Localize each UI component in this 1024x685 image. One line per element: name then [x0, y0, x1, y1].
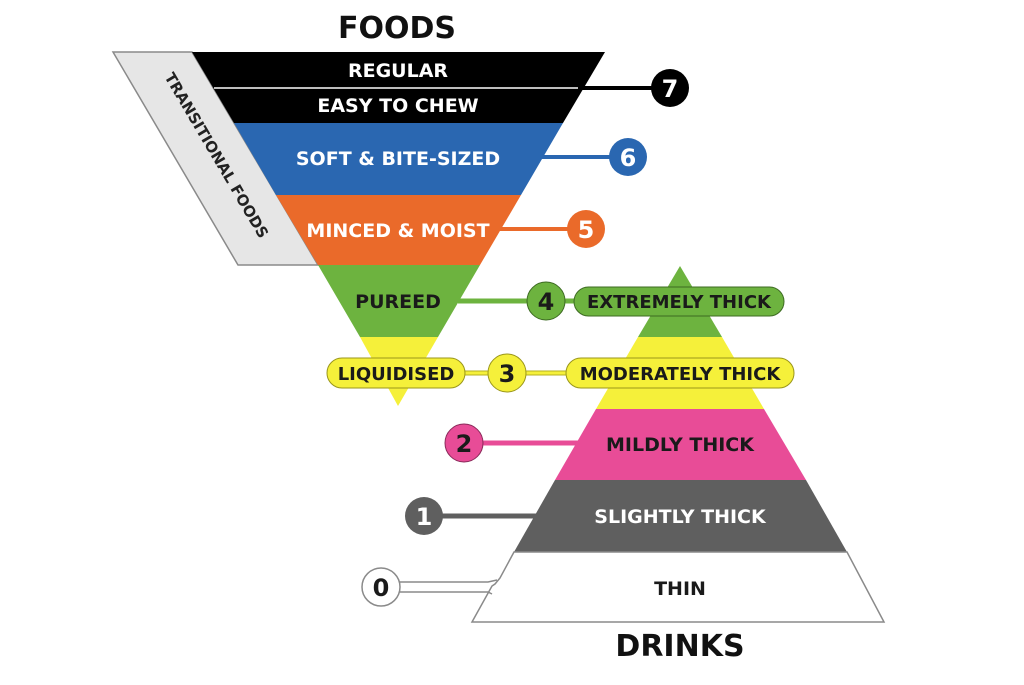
drinks-title: DRINKS	[615, 629, 744, 664]
level-5-number: 5	[578, 216, 595, 244]
level-0-number: 0	[373, 574, 390, 602]
food-level-4-label: PUREED	[355, 291, 441, 313]
drink-level-1-label: SLIGHTLY THICK	[594, 506, 767, 528]
food-level-7-regular-label: REGULAR	[348, 60, 448, 82]
level-2-connector: 2	[444, 423, 582, 463]
level-3-connector: LIQUIDISED 3 MODERATELY THICK	[326, 353, 795, 393]
drink-level-0-label: THIN	[654, 578, 706, 600]
level-1-number: 1	[416, 503, 433, 531]
level-4-number: 4	[538, 288, 555, 316]
food-level-5-band	[276, 195, 521, 265]
level-7-number: 7	[662, 75, 679, 103]
level-6-connector: 6	[540, 138, 647, 176]
foods-title: FOODS	[338, 11, 456, 46]
foods-funnel: REGULAR EASY TO CHEW SOFT & BITE-SIZED M…	[192, 52, 605, 406]
level-7-connector: 7	[578, 69, 689, 107]
level-3-number: 3	[499, 360, 516, 388]
level-4-connector: 4 EXTREMELY THICK	[458, 281, 785, 321]
drink-level-2-band	[555, 409, 806, 480]
food-level-6-label: SOFT & BITE-SIZED	[296, 148, 500, 170]
drinks-pyramid: MILDLY THICK SLIGHTLY THICK THIN	[470, 266, 886, 623]
drink-level-4-label: EXTREMELY THICK	[587, 292, 772, 313]
level-5-connector: 5	[500, 210, 605, 248]
food-level-3-label: LIQUIDISED	[338, 364, 455, 385]
food-level-4-band	[318, 265, 480, 337]
drink-level-0-band	[470, 551, 886, 623]
level-2-number: 2	[456, 430, 473, 458]
drink-level-3-label: MODERATELY THICK	[580, 364, 782, 385]
level-6-number: 6	[620, 144, 637, 172]
food-level-5-label: MINCED & MOIST	[306, 220, 489, 242]
drink-level-2-label: MILDLY THICK	[606, 434, 755, 456]
level-0-connector: 0	[361, 567, 498, 607]
drink-level-1-band	[514, 480, 847, 552]
food-level-7-easy-to-chew-label: EASY TO CHEW	[317, 95, 478, 117]
food-level-6-band	[234, 123, 563, 195]
level-1-connector: 1	[405, 497, 540, 535]
